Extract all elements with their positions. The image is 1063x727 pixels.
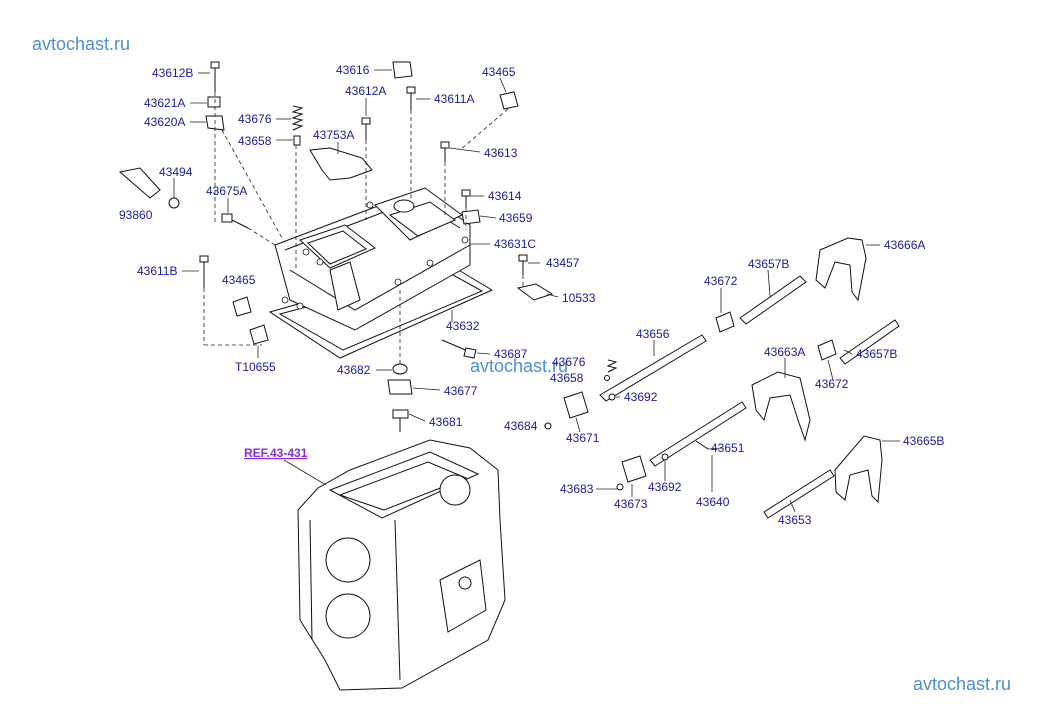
label-43692-top[interactable]: 43692	[624, 390, 658, 404]
label-43613[interactable]: 43613	[484, 146, 518, 160]
label-43658-top[interactable]: 43658	[238, 134, 272, 148]
label-43665B[interactable]: 43665B	[903, 434, 944, 448]
label-43657B-lower[interactable]: 43657B	[856, 347, 897, 361]
label-43465-mid[interactable]: 43465	[222, 273, 256, 287]
label-43673[interactable]: 43673	[614, 497, 648, 511]
label-43676-top[interactable]: 43676	[238, 112, 272, 126]
part-labels: 43612B 43621A 43620A 43616 43612A 43611A…	[119, 63, 944, 527]
label-93860[interactable]: 93860	[119, 208, 153, 222]
small-parts-top	[118, 61, 554, 432]
watermark-bottom[interactable]: avtochast.ru	[913, 674, 1011, 694]
label-43671[interactable]: 43671	[566, 431, 600, 445]
label-leaders	[173, 69, 900, 513]
label-43672-top[interactable]: 43672	[704, 274, 738, 288]
label-43621A[interactable]: 43621A	[144, 96, 185, 110]
label-43684[interactable]: 43684	[504, 419, 538, 433]
label-43640[interactable]: 43640	[696, 495, 730, 509]
label-43457[interactable]: 43457	[546, 256, 580, 270]
label-43611B[interactable]: 43611B	[137, 264, 177, 278]
label-43677[interactable]: 43677	[444, 384, 478, 398]
label-43663A[interactable]: 43663A	[764, 345, 805, 359]
label-43631C[interactable]: 43631C	[494, 237, 536, 251]
shift-cover-assembly	[268, 187, 494, 359]
label-43494[interactable]: 43494	[159, 165, 193, 179]
dashed-leaders	[203, 92, 524, 365]
label-43653[interactable]: 43653	[778, 513, 812, 527]
label-43612A[interactable]: 43612A	[345, 84, 386, 98]
watermark-center[interactable]: avtochast.ru	[470, 356, 568, 376]
label-43657B-top[interactable]: 43657B	[748, 257, 789, 271]
label-43632[interactable]: 43632	[446, 319, 480, 333]
ref-link[interactable]: REF.43-431	[244, 446, 308, 460]
label-43682[interactable]: 43682	[337, 363, 371, 377]
label-T10655[interactable]: T10655	[235, 360, 276, 374]
label-43620A[interactable]: 43620A	[144, 115, 185, 129]
label-43612B[interactable]: 43612B	[152, 66, 193, 80]
label-43681[interactable]: 43681	[429, 415, 463, 429]
label-43692-lower[interactable]: 43692	[648, 480, 682, 494]
label-43687[interactable]: 43687	[494, 347, 528, 361]
label-43616[interactable]: 43616	[336, 63, 370, 77]
label-43753A[interactable]: 43753A	[313, 128, 354, 142]
label-43666A[interactable]: 43666A	[884, 238, 925, 252]
shift-rails-and-forks	[544, 237, 900, 519]
label-43675A[interactable]: 43675A	[206, 184, 247, 198]
label-43651[interactable]: 43651	[711, 441, 745, 455]
label-43658-right[interactable]: 43658	[550, 371, 584, 385]
label-43683[interactable]: 43683	[560, 482, 594, 496]
transmission-case	[297, 439, 506, 691]
label-43656[interactable]: 43656	[636, 327, 670, 341]
watermark-top[interactable]: avtochast.ru	[32, 34, 130, 54]
label-43676-right[interactable]: 43676	[552, 355, 586, 369]
label-43611A[interactable]: 43611A	[434, 92, 474, 106]
label-43659[interactable]: 43659	[499, 211, 533, 225]
label-43465-top[interactable]: 43465	[482, 65, 516, 79]
label-43672-lower[interactable]: 43672	[815, 377, 849, 391]
label-10533[interactable]: 10533	[562, 291, 596, 305]
label-43614[interactable]: 43614	[488, 189, 522, 203]
